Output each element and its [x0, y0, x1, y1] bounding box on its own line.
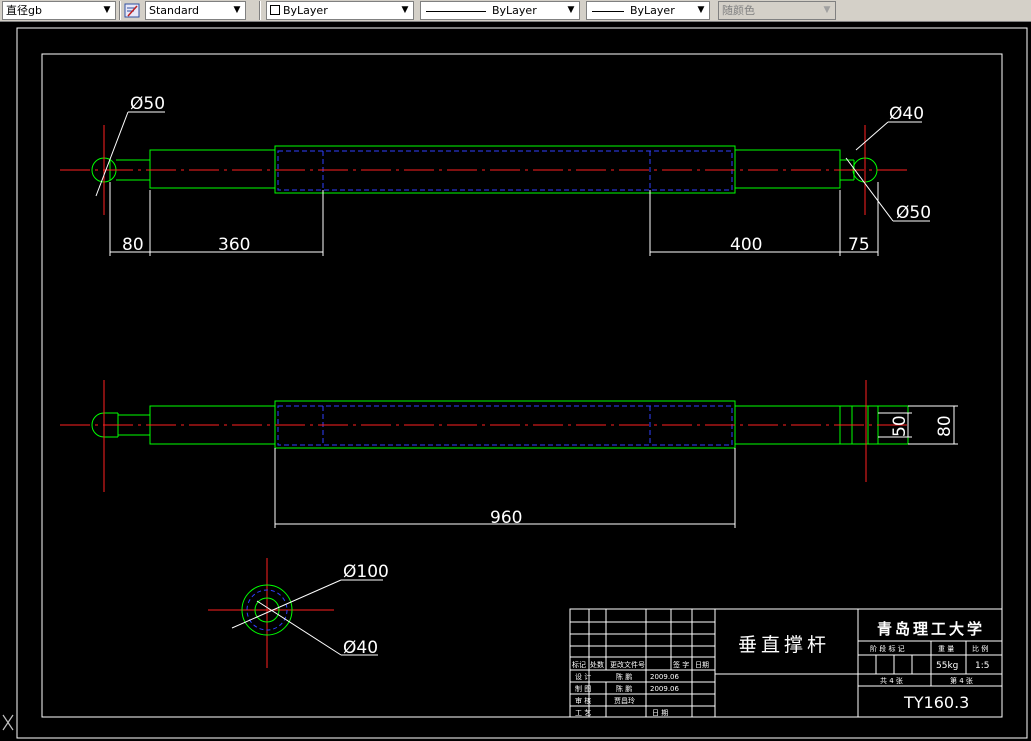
dim-section-outer: Ø100: [343, 562, 389, 582]
scale-value: 1:5: [975, 661, 989, 671]
plotstyle-dropdown: 随颜色 ▼: [718, 1, 836, 20]
dim-left-end-diameter: Ø50: [130, 94, 165, 114]
dim-length-75: 75: [848, 235, 870, 255]
tb-header-count: 处数: [590, 660, 604, 669]
tb-draw-label: 制 图: [575, 684, 591, 693]
tb-draw-name: 陈 鹏: [616, 684, 632, 693]
right-shaft: [734, 149, 841, 189]
layer-color-value: ByLayer: [283, 4, 328, 17]
drawing-number: TY160.3: [903, 693, 969, 712]
dim-length-960: 960: [490, 508, 522, 528]
top-view: 50 80 960: [60, 380, 958, 528]
drawing-frame: [41, 53, 1003, 718]
tb-process-date: 日 期: [652, 709, 668, 717]
stage-mark-label: 阶 段 标 记: [870, 644, 905, 653]
part-name: 垂直撑杆: [738, 634, 830, 656]
scale-label: 比 例: [972, 644, 988, 653]
chevron-down-icon[interactable]: ▼: [697, 5, 705, 15]
textstyle-dropdown[interactable]: Standard ▼: [145, 1, 246, 20]
outer-circle: [241, 584, 293, 636]
dim-right-end-diameter: Ø50: [896, 203, 931, 223]
linetype-value: ByLayer: [492, 4, 537, 17]
dim-section-inner: Ø40: [343, 638, 378, 658]
lineweight-preview: [592, 10, 624, 12]
linetype-preview: [426, 10, 486, 12]
color-swatch-icon: [270, 5, 280, 15]
tb-draw-date: 2009.06: [650, 685, 679, 693]
paper-outline: [16, 27, 1028, 739]
bore-circle: [246, 589, 288, 631]
pin-circle: [254, 597, 280, 623]
dim-length-80: 80: [122, 235, 144, 255]
dim-height-80: 80: [935, 415, 955, 437]
plotstyle-value: 随颜色: [722, 4, 755, 17]
toolbar-separator: [259, 1, 261, 20]
section-view: Ø100 Ø40: [208, 558, 389, 668]
chevron-down-icon: ▼: [823, 5, 831, 15]
left-end-arc: [91, 412, 105, 438]
mass-label: 重 量: [938, 645, 954, 653]
chevron-down-icon[interactable]: ▼: [103, 5, 111, 15]
dimstyle-dropdown[interactable]: 直径gb ▼: [2, 1, 116, 20]
dimstyle-value: 直径gb: [6, 4, 42, 17]
tb-design-name: 陈 鹏: [616, 672, 632, 681]
layer-color-dropdown[interactable]: ByLayer ▼: [266, 1, 414, 20]
dim-length-360: 360: [218, 235, 250, 255]
sheet-number: 第 4 张: [950, 676, 973, 685]
text-style-icon[interactable]: [124, 3, 141, 19]
lineweight-value: ByLayer: [630, 4, 675, 17]
front-view: Ø50 Ø40 Ø50 80 360 400 75: [60, 94, 931, 256]
tb-header-sign: 签 字: [673, 660, 689, 669]
tb-header-date: 日期: [695, 661, 709, 669]
title-block: 标记 处数 更改文件号 签 字 日期 设 计 陈 鹏 2009.06 制 图 陈…: [569, 608, 1003, 718]
tb-check-label: 审 核: [575, 696, 591, 705]
dim-length-400: 400: [730, 235, 762, 255]
chevron-down-icon[interactable]: ▼: [233, 5, 241, 15]
tb-design-label: 设 计: [575, 672, 591, 681]
tb-design-date: 2009.06: [650, 673, 679, 681]
dim-right-pin-diameter: Ø40: [889, 104, 924, 124]
properties-toolbar: 直径gb ▼ Standard ▼ ByLayer ▼ ByLayer ▼ By…: [0, 0, 1031, 22]
chevron-down-icon[interactable]: ▼: [567, 5, 575, 15]
school-name: 青岛理工大学: [877, 620, 985, 638]
tb-check-name: 贾昌玲: [614, 696, 635, 705]
tb-header-mark: 标记: [572, 660, 586, 669]
tb-process-label: 工 艺: [575, 709, 591, 717]
lineweight-dropdown[interactable]: ByLayer ▼: [586, 1, 710, 20]
toolbar-separator: [119, 1, 121, 20]
ucs-icon: [2, 714, 14, 731]
tb-header-docno: 更改文件号: [610, 660, 645, 669]
dim-height-50: 50: [890, 415, 910, 437]
linetype-dropdown[interactable]: ByLayer ▼: [420, 1, 580, 20]
left-shaft: [149, 149, 276, 189]
drawing-canvas[interactable]: Ø50 Ø40 Ø50 80 360 400 75: [0, 22, 1031, 741]
chevron-down-icon[interactable]: ▼: [401, 5, 409, 15]
mass-value: 55kg: [936, 661, 958, 671]
textstyle-value: Standard: [149, 4, 200, 17]
sheet-total: 共 4 张: [880, 676, 903, 685]
